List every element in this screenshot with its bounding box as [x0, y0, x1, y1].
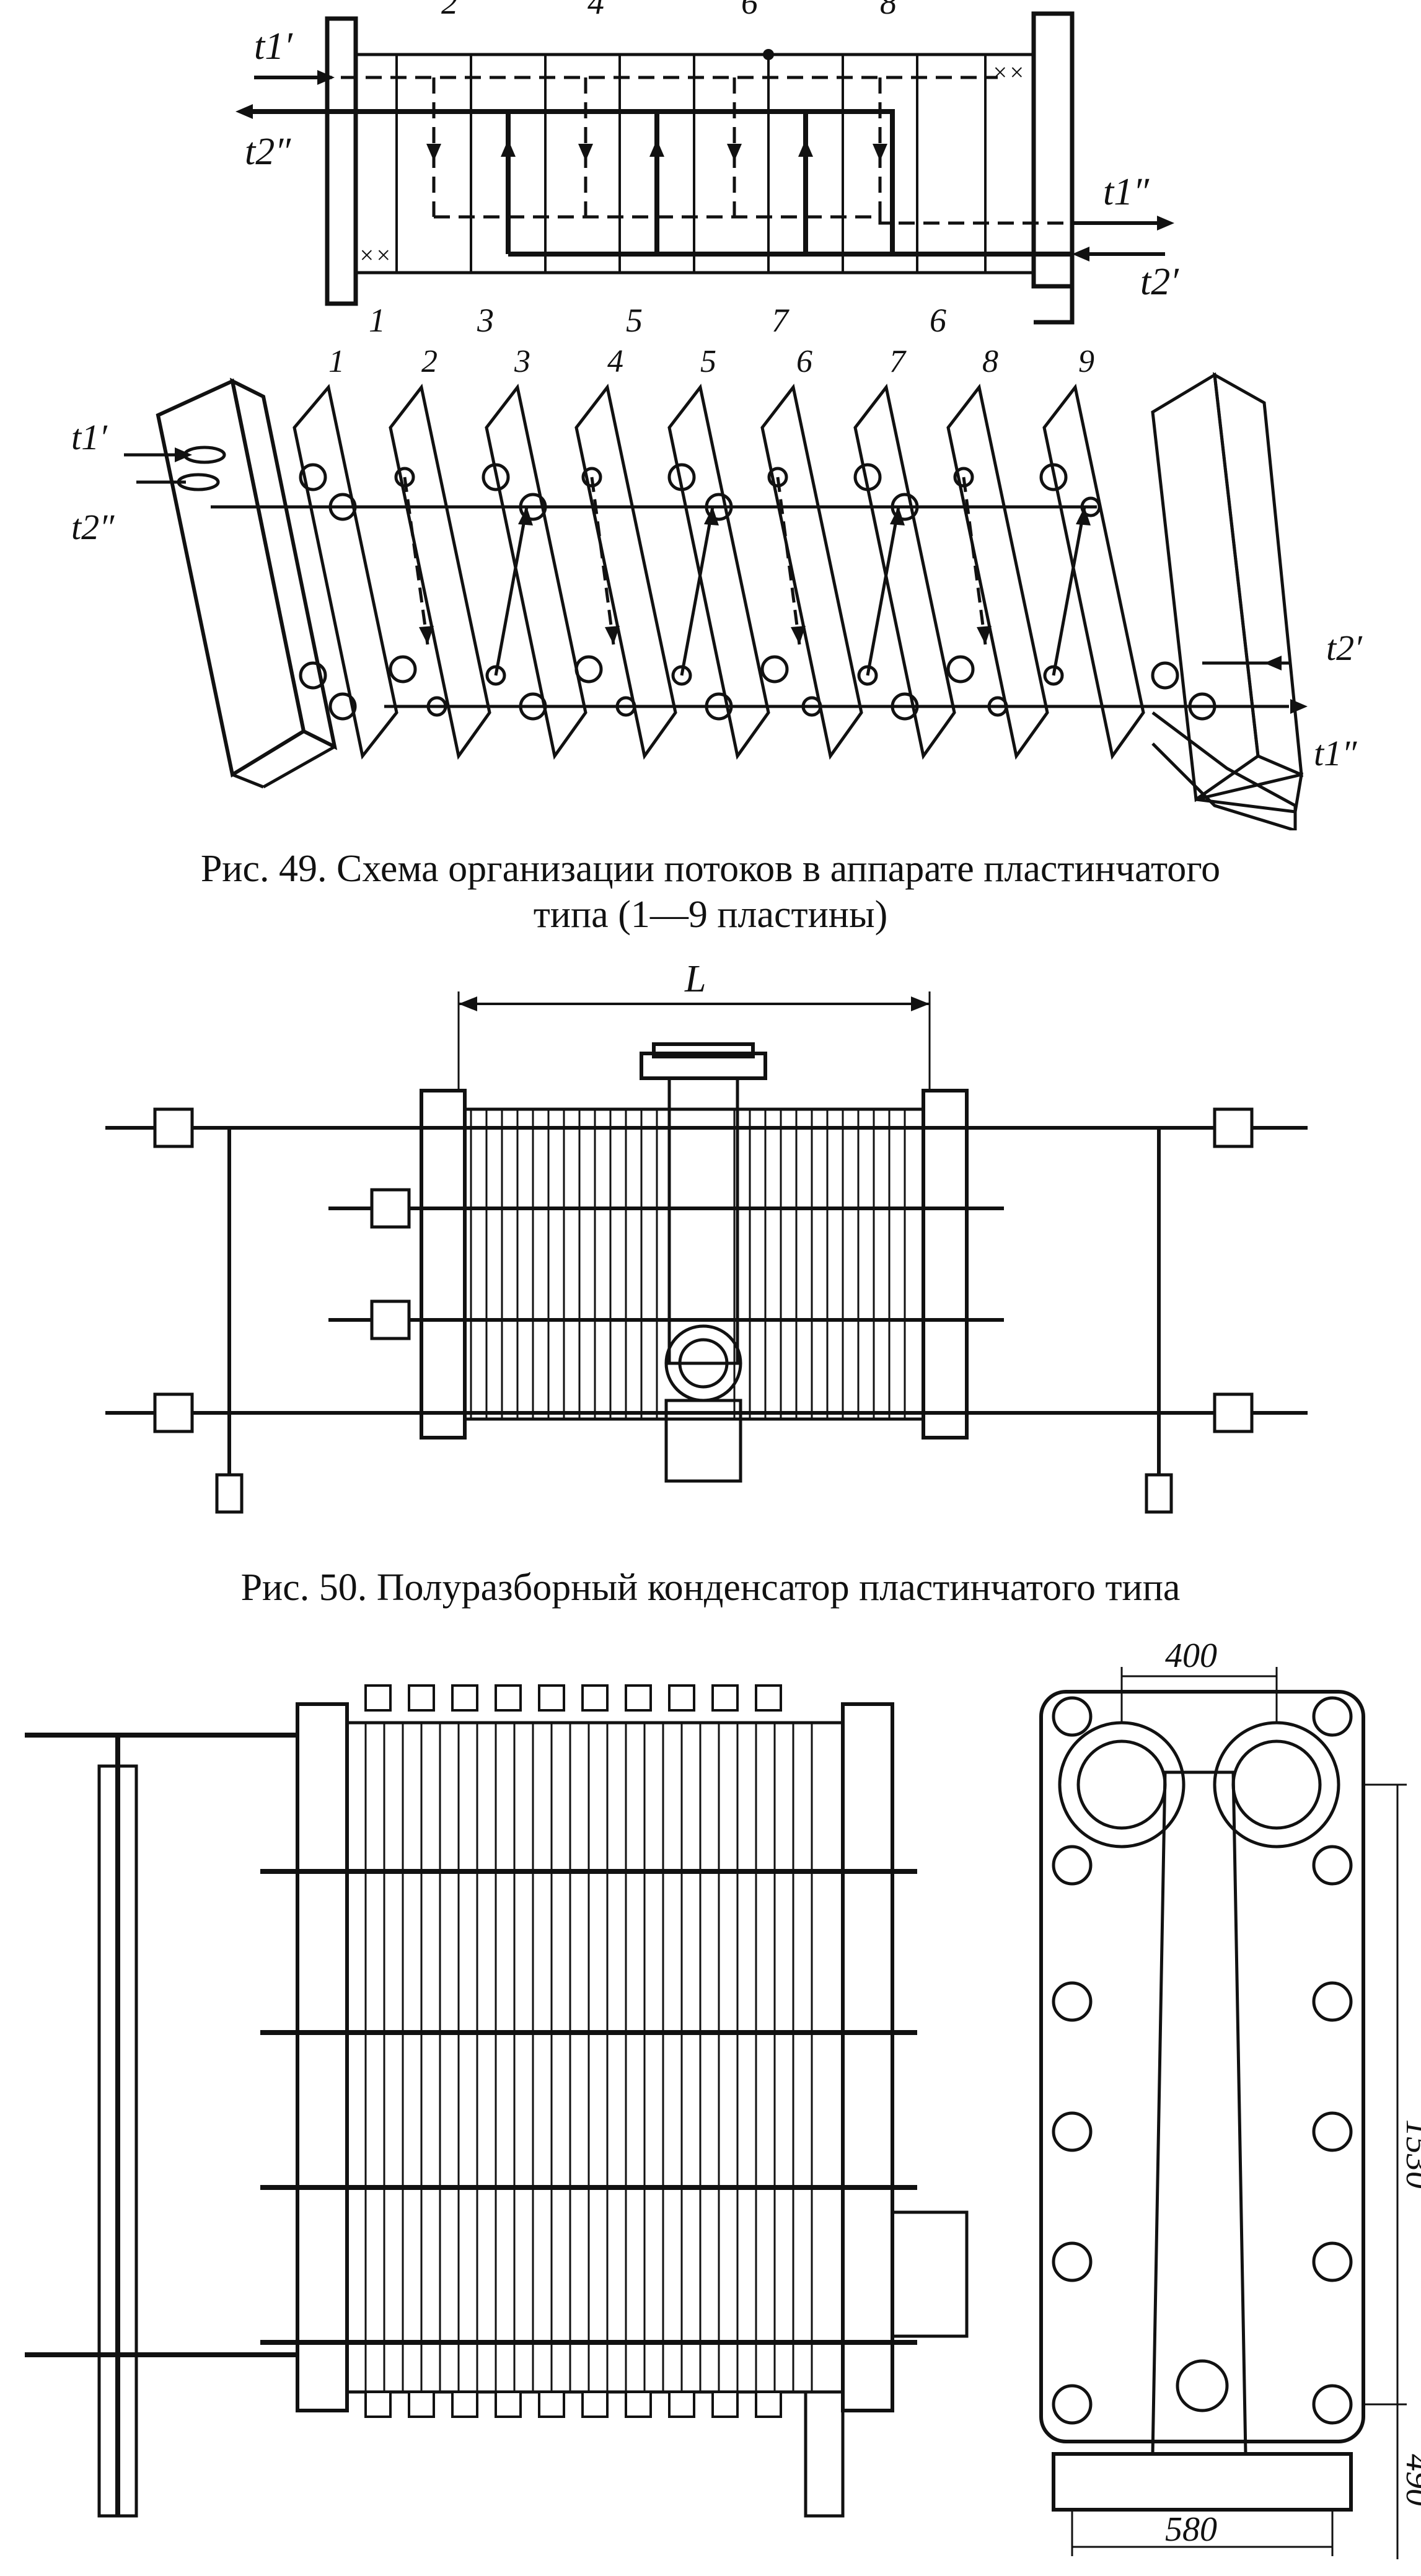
exploded-label-t1-in: t1′ — [71, 417, 108, 457]
fig49-caption-line1: Рис. 49. Схема организации потоков в апп… — [200, 848, 1221, 890]
fig50-tie-bars — [105, 1126, 1308, 1481]
dim-490: 490 — [1399, 2454, 1421, 2506]
plate-number: 9 — [1078, 344, 1094, 379]
top-number: 2 — [441, 0, 458, 21]
fig51-base — [1052, 2452, 1353, 2512]
fig50-frame-left — [420, 1089, 467, 1440]
dim-580: 580 — [1165, 2510, 1217, 2549]
plate-number: 7 — [889, 344, 907, 379]
fig51-side-column — [97, 1764, 138, 2518]
exploded-label-t1-out: t1″ — [1314, 733, 1357, 773]
plate-number: 5 — [700, 344, 716, 379]
fig51-outlet — [891, 2210, 969, 2338]
fixed-end-plate — [325, 16, 358, 306]
label-t2-in: t2′ — [1140, 261, 1179, 303]
plate-number: 8 — [982, 344, 998, 379]
fig51-support-leg — [1151, 1770, 1247, 2456]
fig49-top-schematic: t1′ t2″ t1″ t2′ ×× ×× 2 4 6 8 1 3 5 7 6 — [71, 0, 1363, 830]
marker-xx-right: ×× — [992, 58, 1025, 86]
fig51-frame-right — [841, 1702, 894, 2412]
top-number: 3 — [477, 302, 494, 339]
plate-number: 1 — [328, 344, 345, 379]
fig49-caption-line2: типа (1—9 пластины) — [533, 894, 888, 936]
exploded-label-t2-out: t2″ — [71, 507, 115, 547]
fig50-caption: Рис. 50. Полуразборный конденсатор пласт… — [240, 1567, 1181, 1609]
label-t2-out: t2″ — [245, 131, 291, 173]
fig51-tie-bars — [25, 1733, 917, 2516]
top-number: 4 — [587, 0, 604, 21]
top-number: 6 — [930, 302, 946, 339]
plate-dividers — [395, 55, 987, 273]
top-numbers-lower: 1 3 5 7 6 — [369, 302, 946, 339]
plate-number: 3 — [514, 344, 530, 379]
dim-1530: 1530 — [1399, 2119, 1421, 2189]
plate-stack — [293, 372, 1304, 830]
top-number: 6 — [741, 0, 758, 21]
fig50-bolts — [153, 1107, 1254, 1514]
pressure-end-plate — [1031, 11, 1075, 289]
plate-number: 6 — [796, 344, 812, 379]
fig51-frame-left — [296, 1702, 349, 2412]
exploded-label-t2-in: t2′ — [1326, 628, 1363, 668]
fig50-top-flange — [640, 1052, 767, 1080]
label-t1-out: t1″ — [1103, 171, 1150, 213]
top-number: 8 — [880, 0, 897, 21]
marker-xx-left: ×× — [358, 241, 392, 269]
fig50-corrugations — [470, 1109, 906, 1419]
top-number: 1 — [369, 302, 385, 339]
fixed-plate-3d — [156, 377, 338, 789]
fig50-frame-right — [922, 1089, 969, 1440]
top-numbers-upper: 2 4 6 8 — [441, 0, 897, 21]
dim-L: L — [684, 958, 706, 1000]
top-number: 5 — [626, 302, 643, 339]
dim-400: 400 — [1165, 1637, 1217, 1675]
exploded-plate-numbers: 1 2 3 4 5 6 7 8 9 — [328, 344, 1094, 379]
fig50-steam-pipe — [667, 1076, 739, 1365]
fig49-caption: Рис. 49. Схема организации потоков в апп… — [0, 846, 1421, 938]
top-number: 7 — [772, 302, 790, 339]
plate-number: 2 — [421, 344, 438, 379]
fig51-side-view — [1039, 1690, 1365, 2443]
plate-flow-links — [211, 477, 1289, 708]
plate-number: 4 — [607, 344, 623, 379]
label-t1-in: t1′ — [254, 25, 293, 68]
fig50-bottom-port — [664, 1324, 742, 1402]
